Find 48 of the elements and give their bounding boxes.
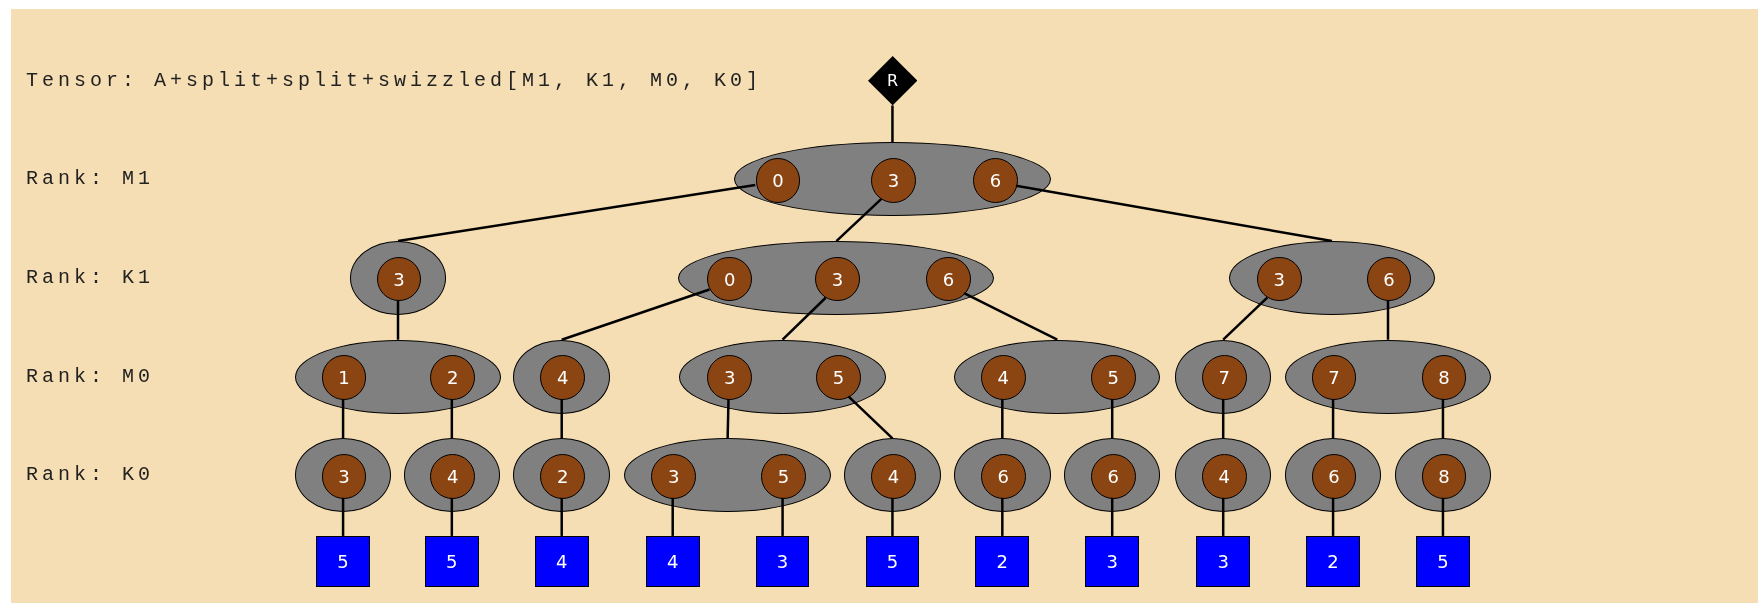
connector-line (1001, 399, 1004, 439)
connector-line (1015, 184, 1333, 243)
connector-line (891, 105, 894, 143)
connector-line (450, 399, 454, 439)
rank-label: Rank: K0 (26, 465, 154, 486)
connector-line (341, 497, 345, 536)
connector-line (671, 497, 674, 536)
rank-label: Rank: K1 (26, 268, 154, 289)
connector-line (1441, 497, 1445, 536)
connector-line (1001, 497, 1004, 536)
value-square: 3 (1085, 535, 1140, 588)
value-square: 5 (1416, 535, 1470, 588)
connector-line (891, 497, 894, 536)
connector-line (835, 197, 883, 242)
value-square: 4 (645, 535, 700, 588)
connector-line (847, 395, 894, 440)
value-square: 5 (424, 535, 479, 588)
connector-line (781, 296, 827, 341)
connector-line (397, 183, 756, 243)
value-square: 3 (755, 535, 810, 588)
value-square: 2 (975, 535, 1030, 588)
connector-line (1441, 399, 1445, 439)
connector-line (396, 300, 400, 340)
connector-line (1221, 497, 1225, 536)
connector-line (560, 399, 563, 439)
connector-line (1331, 497, 1335, 536)
connector-line (1386, 300, 1390, 340)
value-square: 5 (316, 535, 370, 588)
value-square: 5 (865, 535, 920, 588)
root-diamond: R (867, 56, 918, 106)
value-square: 2 (1306, 535, 1360, 588)
connector-line (341, 399, 345, 439)
value-square: 4 (534, 535, 589, 588)
tensor-title: Tensor: A+split+split+swizzled[M1, K1, M0, K0] (26, 70, 763, 91)
connector-line (726, 399, 730, 439)
connector-line (781, 497, 784, 536)
rank-label: Rank: M1 (26, 169, 154, 190)
connector-line (1331, 399, 1335, 439)
connector-line (963, 291, 1058, 341)
connector-line (561, 288, 710, 341)
connector-line (1222, 296, 1269, 341)
rank-label: Rank: M0 (26, 366, 154, 387)
connector-line (1110, 497, 1114, 536)
connector-line (560, 497, 563, 536)
connector-line (1110, 399, 1114, 439)
connector-line (1221, 399, 1225, 439)
connector-line (450, 497, 454, 536)
value-square: 3 (1196, 535, 1251, 588)
